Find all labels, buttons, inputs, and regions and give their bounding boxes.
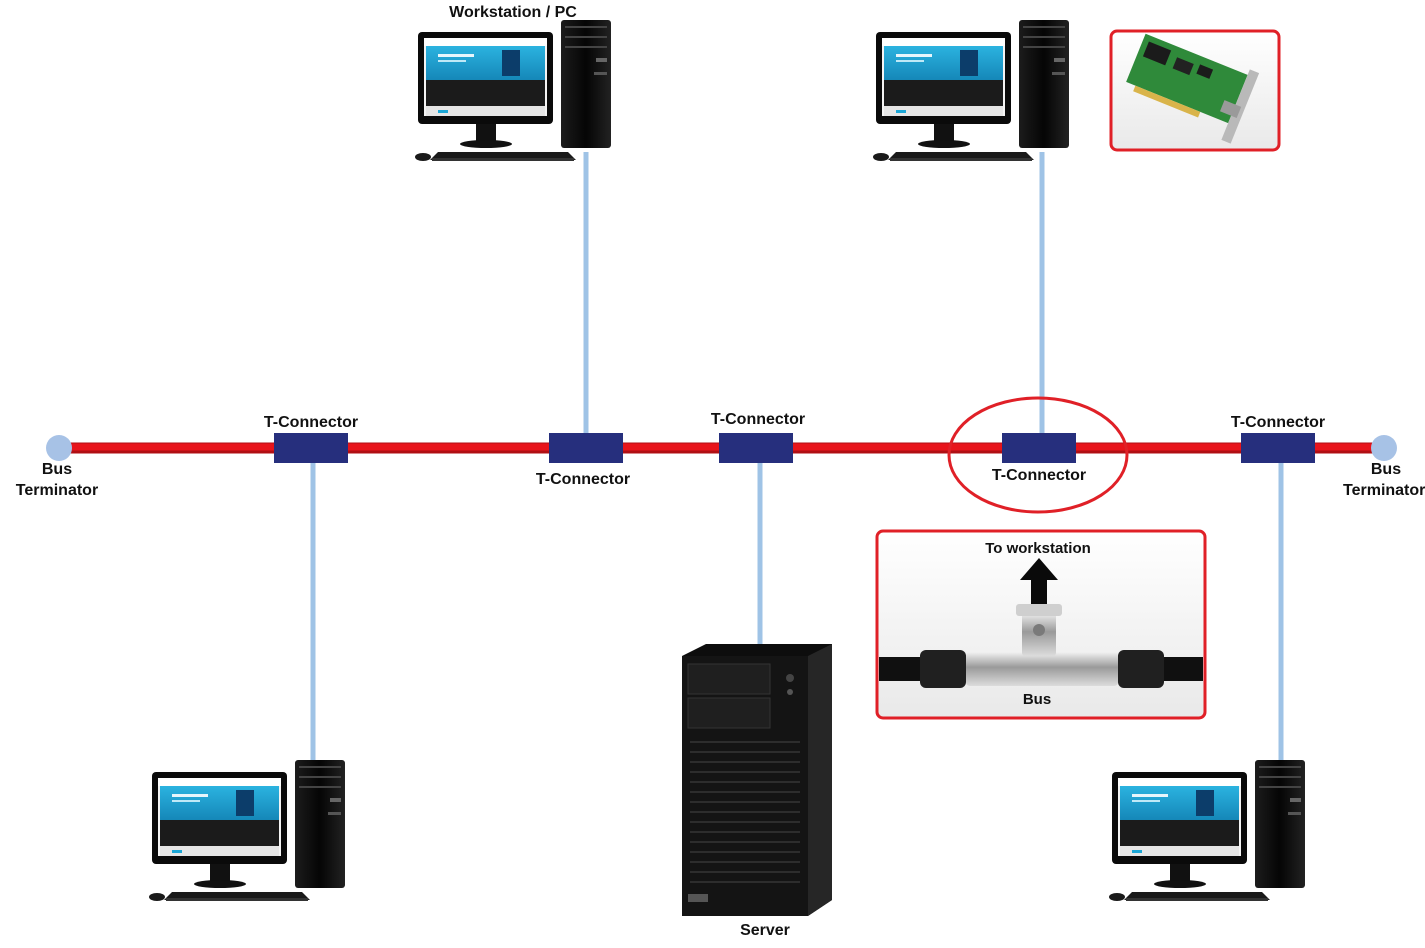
- bus-terminator-right-label-2: Terminator: [1343, 482, 1425, 499]
- workstation-pc-label: Workstation / PC: [449, 4, 577, 21]
- t-connector-2-label: T-Connector: [536, 471, 630, 488]
- bus-terminator-right: [1371, 435, 1397, 461]
- inset-bus-label: Bus: [1023, 691, 1051, 708]
- t-connector-5-label: T-Connector: [1231, 414, 1325, 431]
- desktop-computer-icon: [873, 20, 1069, 161]
- server-label: Server: [740, 922, 790, 939]
- desktop-computer-icon: [1109, 760, 1305, 901]
- network-card-inset: [1109, 29, 1281, 152]
- bnc-connector-inset: [875, 529, 1207, 720]
- t-connectors: [274, 433, 1315, 463]
- t-connector-1-label: T-Connector: [264, 414, 358, 431]
- network-card-icon: [1126, 33, 1260, 144]
- bus-terminator-left: [46, 435, 72, 461]
- desktop-computer-icon: [149, 760, 345, 901]
- bnc-t-connector-icon: [966, 652, 1118, 686]
- bus-terminator-right-label: Bus: [1371, 461, 1401, 478]
- arrow-up-icon: [1020, 558, 1058, 604]
- t-connector-4: [1002, 433, 1076, 463]
- t-connector-5: [1241, 433, 1315, 463]
- bus-terminator-left-label: Bus: [42, 461, 72, 478]
- server-tower-icon: [682, 644, 832, 916]
- bus-terminator-left-label-2: Terminator: [16, 482, 98, 499]
- t-connector-3: [719, 433, 793, 463]
- drop-cables: [310, 152, 1284, 765]
- inset-to-workstation-label: To workstation: [985, 540, 1091, 557]
- highlight-ellipse: [947, 396, 1129, 514]
- t-connector-4-label: T-Connector: [992, 467, 1086, 484]
- desktop-computer-icon: [415, 20, 611, 161]
- t-connector-3-label: T-Connector: [711, 411, 805, 428]
- t-connector-2: [549, 433, 623, 463]
- diagram-labels: Workstation / PC Bus Terminator Bus Term…: [16, 4, 1425, 939]
- t-connector-1: [274, 433, 348, 463]
